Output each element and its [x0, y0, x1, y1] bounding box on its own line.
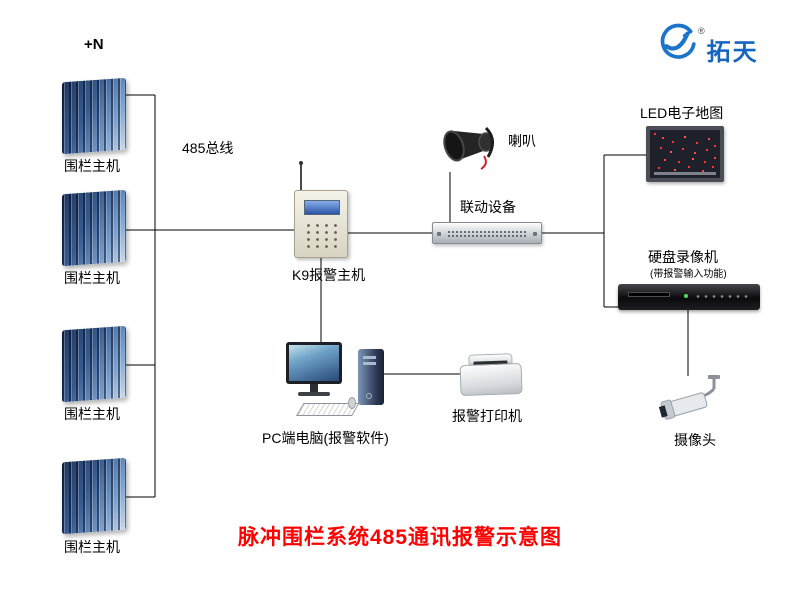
pc-monitor-base: [298, 392, 330, 396]
dvr-status-led: [684, 294, 688, 298]
dvr-label: 硬盘录像机: [648, 249, 718, 265]
horn-speaker-icon: [443, 126, 494, 170]
cctv-camera-icon: [658, 375, 720, 420]
led-map-screen: [646, 126, 724, 182]
label-more-hosts: +N: [84, 36, 104, 53]
linkage-label: 联动设备: [460, 199, 516, 215]
fence-host-device-2: [62, 189, 126, 267]
led-map-label: LED电子地图: [640, 105, 724, 121]
pc-monitor-stand: [310, 384, 318, 392]
pc-label: PC端电脑(报警软件): [262, 430, 389, 446]
pc-tower-power-button: [366, 393, 372, 399]
fence-host-label-1: 围栏主机: [64, 158, 120, 174]
pc-monitor-screen: [289, 345, 339, 381]
fence-host-label-3: 围栏主机: [64, 406, 120, 422]
pc-set: [286, 342, 398, 422]
linkage-device: [432, 222, 542, 244]
pc-monitor: [286, 342, 342, 384]
k9-screen: [304, 200, 340, 215]
speaker-label: 喇叭: [508, 133, 536, 149]
label-485-bus: 485总线: [182, 140, 234, 156]
tuotian-logo-icon: [660, 23, 696, 59]
rack-screw-left: [437, 232, 441, 236]
fence-host-device-3: [62, 325, 126, 403]
pc-tower-slots: [363, 356, 376, 359]
fence-host-label-4: 围栏主机: [64, 539, 120, 555]
fence-host-label-2: 围栏主机: [64, 270, 120, 286]
k9-keypad: [304, 222, 340, 250]
printer-body: [459, 362, 523, 397]
dvr-disc-slot: [628, 292, 670, 297]
camera-label: 摄像头: [674, 432, 716, 448]
led-map-dots: [654, 133, 656, 135]
k9-alarm-host-label: K9报警主机: [292, 267, 366, 283]
brand-name: 拓天: [706, 39, 759, 66]
fence-host-device-4: [62, 457, 126, 535]
registered-mark: ®: [698, 26, 705, 36]
rack-vents: [447, 230, 527, 238]
diagram-title: 脉冲围栏系统485通讯报警示意图: [237, 526, 563, 549]
pc-tower: [358, 349, 384, 405]
dvr-buttons: [694, 293, 752, 300]
brand-logo: ® 拓天: [656, 22, 759, 67]
k9-antenna: [299, 161, 303, 190]
dvr-device: [618, 284, 760, 310]
pc-mouse: [348, 397, 356, 409]
rack-screw-right: [533, 232, 537, 236]
printer-device: [459, 353, 525, 401]
k9-alarm-host-device: [294, 190, 348, 258]
led-map-strip: [654, 172, 716, 175]
dvr-note: (带报警输入功能): [650, 269, 727, 280]
printer-label: 报警打印机: [452, 408, 522, 424]
fence-host-device-1: [62, 77, 126, 155]
